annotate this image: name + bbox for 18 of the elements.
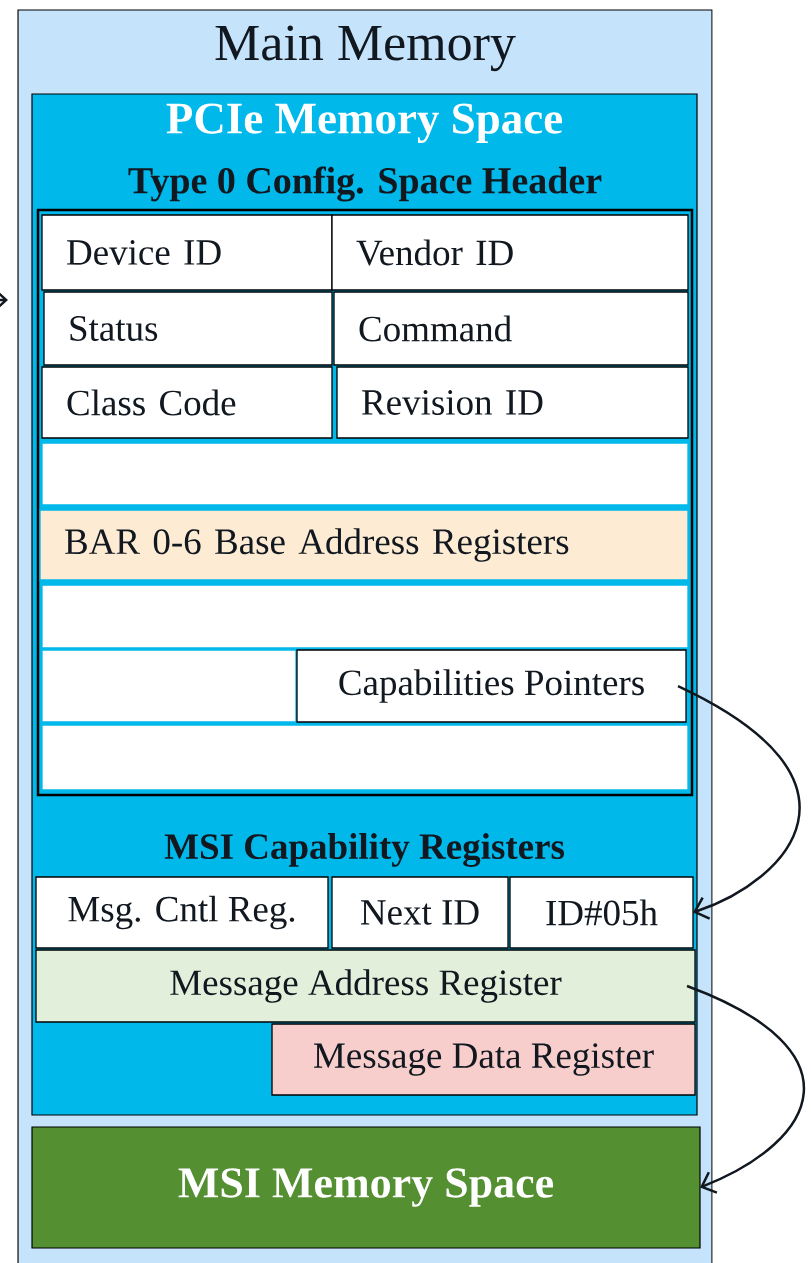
register-box	[41, 442, 689, 506]
register-box: Message Data Register	[271, 1023, 696, 1096]
register-box: Capabilities Pointers	[296, 649, 687, 723]
register-box: Vendor ID	[331, 214, 689, 291]
arrow	[677, 684, 801, 920]
register-box: BAR 0-6 Base Address Registers	[39, 509, 689, 581]
register-box: Status	[43, 291, 333, 366]
register-box: Command	[333, 291, 689, 366]
register-box: Next ID	[331, 876, 509, 949]
register-box: ID#05h	[509, 876, 694, 949]
memory-space-box: MSI Memory Space	[31, 1126, 701, 1249]
register-box: Message Address Register	[35, 949, 696, 1023]
register-box: Device ID	[41, 214, 333, 291]
register-box: Msg. Cntl Reg.	[35, 876, 329, 949]
register-box: Class Code	[41, 366, 333, 439]
register-box: Revision ID	[336, 366, 689, 439]
node-label: Type 0 Config. Space Header	[128, 166, 602, 202]
register-box	[41, 649, 297, 723]
